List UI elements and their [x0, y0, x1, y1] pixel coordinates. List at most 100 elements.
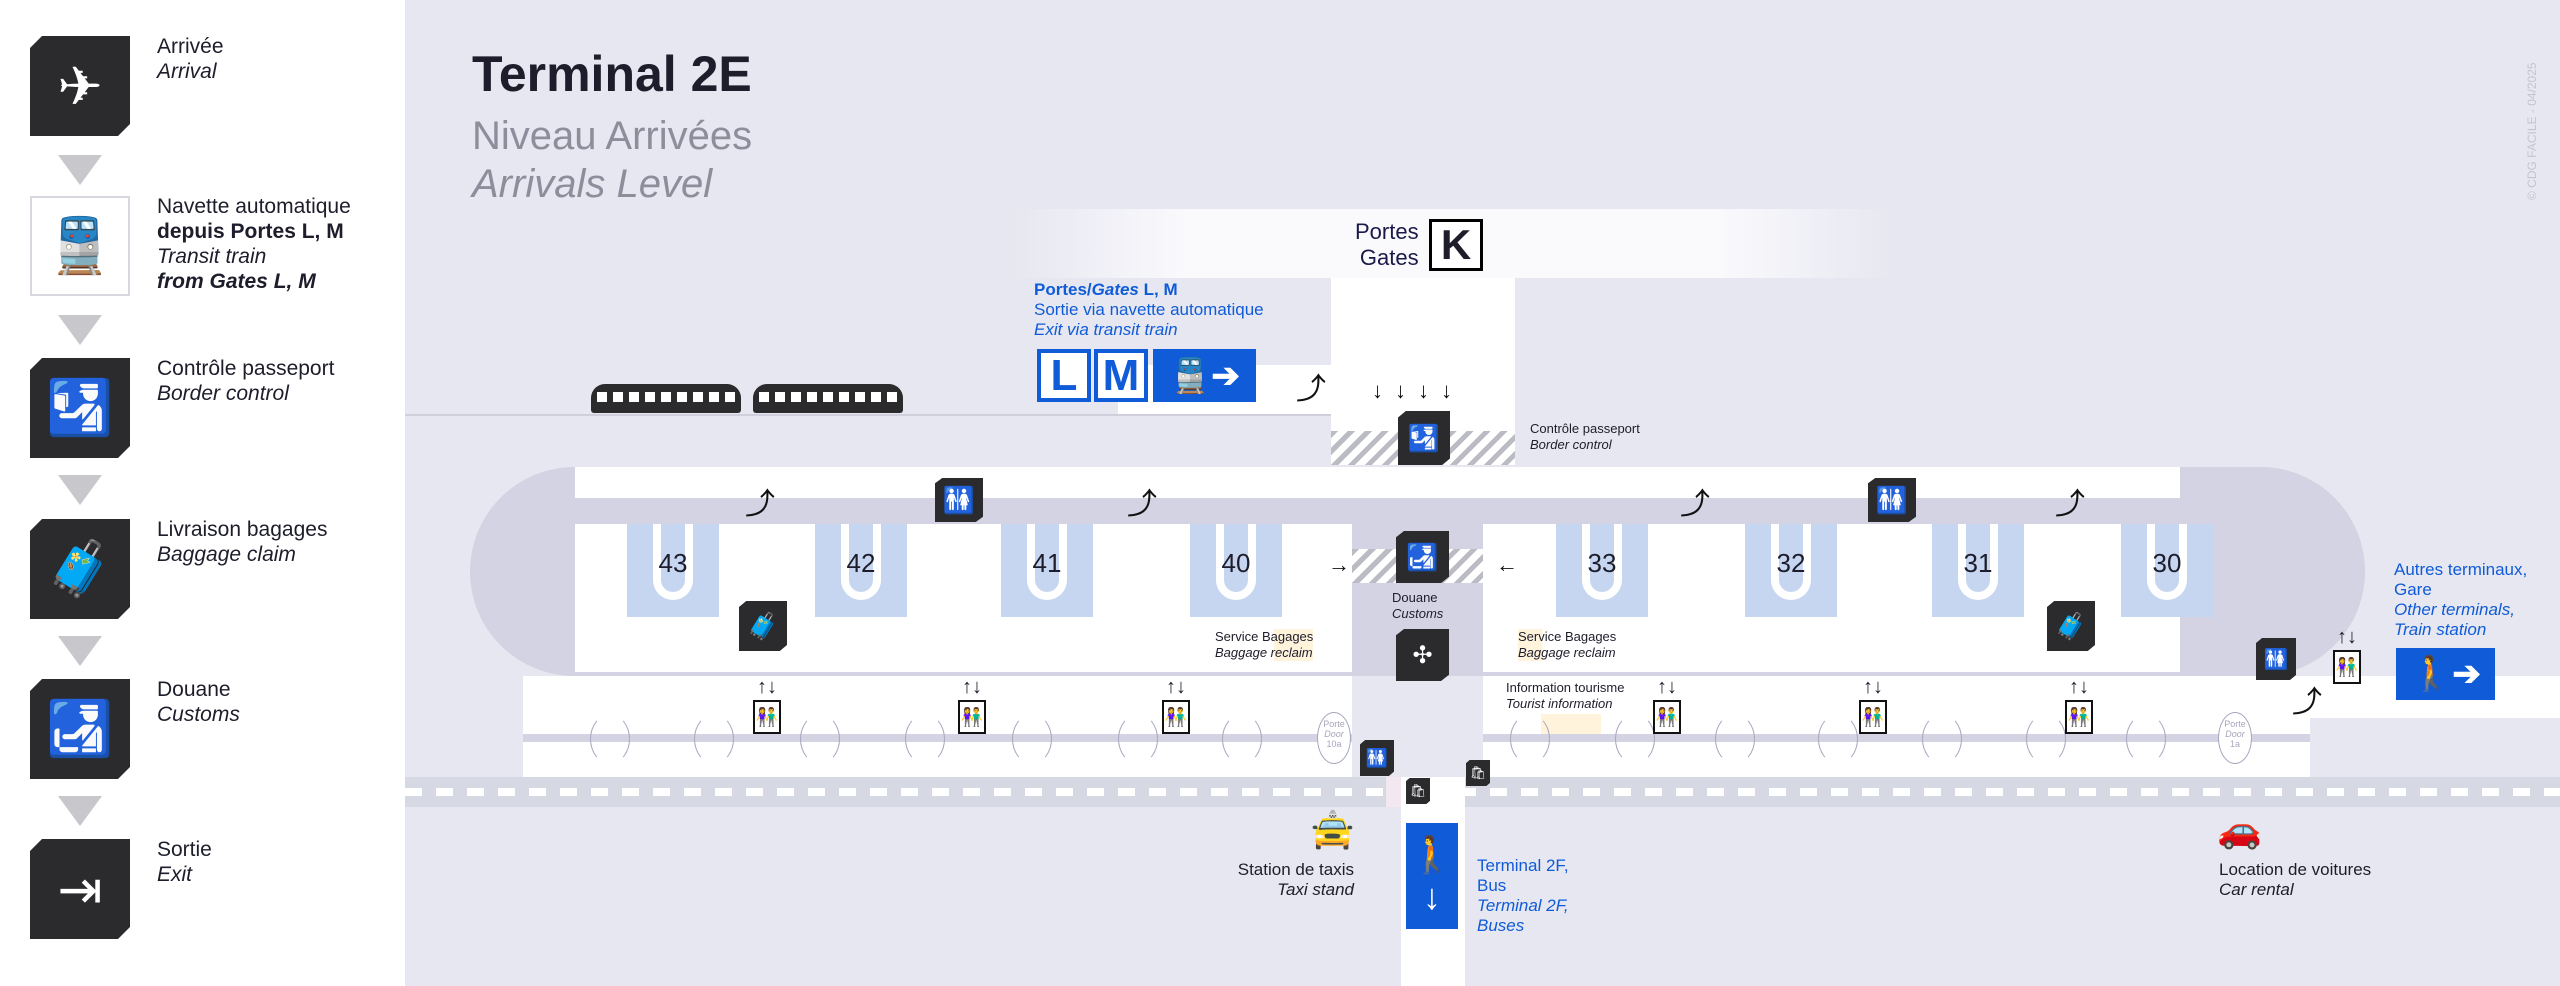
gate-k-sign: K [1429, 219, 1483, 271]
down-arrows-icon: ↓↓↓↓ [1372, 378, 1464, 403]
luggage-cart-icon: 🛍 [1466, 760, 1490, 786]
door-icon [590, 714, 630, 764]
pedestrian-icon: 🚶 [2410, 655, 2453, 693]
other-terminals-en-2: Train station [2394, 620, 2487, 639]
gates-lm-en: Gates [1091, 280, 1139, 299]
carousel-number: 43 [658, 548, 688, 578]
escalator-icon: ⤴ [745, 488, 775, 521]
gate-l-sign: L [1037, 349, 1091, 402]
escalator-icon: ⤴ [1127, 488, 1157, 521]
car-rental-en: Car rental [2219, 880, 2294, 899]
carousel-belt [841, 524, 881, 600]
door-num: 10a [1326, 739, 1342, 749]
bus-en-2: Buses [1477, 916, 1525, 935]
baggage-carousel: 42 [815, 524, 907, 617]
door-fr: Porte [1323, 719, 1345, 729]
door-icon [1222, 714, 1262, 764]
meeting-point-icon: ✣ [1396, 629, 1449, 681]
train-icon: 🚆 [30, 196, 130, 296]
bus-direction-sign: 🚶↓ [1406, 823, 1458, 929]
taxi-en: Taxi stand [1277, 880, 1354, 899]
legend-label-en: Customs [157, 703, 240, 726]
down-triangle-icon [58, 155, 102, 185]
door-icon [1715, 714, 1755, 764]
escalator-icon: ⤴ [2292, 686, 2322, 719]
passport-control-icon: 🛂 [1398, 411, 1450, 465]
door-icon [1818, 714, 1858, 764]
airplane-icon: ✈ [30, 36, 130, 136]
legend-label-fr: Arrivée [157, 35, 224, 58]
passport-fr: Contrôle passeport [1530, 421, 1640, 436]
escalator-icon: ⤴ [1680, 488, 1710, 521]
elevator-icon: 👫 [958, 676, 986, 734]
carousel-belt [1027, 524, 1067, 600]
door-icon [1922, 714, 1962, 764]
page-title: Terminal 2E [472, 46, 752, 102]
transit-train-icon [591, 384, 741, 413]
door-icon [905, 714, 945, 764]
restroom-icon: 🚻 [1360, 740, 1394, 776]
legend-label-fr: Douane [157, 678, 231, 701]
baggage-carousel: 33 [1556, 524, 1648, 617]
legend-label-en: Arrival [157, 60, 217, 83]
door-icon [2026, 714, 2066, 764]
taxi-fr: Station de taxis [1237, 860, 1354, 879]
escalator-icon: ⤴ [2055, 488, 2085, 521]
arrow-right-icon: ➔ [1211, 356, 1240, 395]
other-terminals-fr-2: Gare [2394, 580, 2432, 599]
restroom-icon: 🚻 [2256, 638, 2296, 680]
gates-lm-exit-en: Exit via transit train [1034, 320, 1178, 339]
gates-k-en: Gates [1359, 245, 1419, 270]
watermark: © CDG FACILE - 04/2025 [2525, 62, 2539, 200]
carousel-belt [1958, 524, 1998, 600]
facade-right [1483, 734, 2310, 742]
baggage-carousel: 31 [1932, 524, 2024, 617]
exit-icon: ⇥ [30, 839, 130, 939]
gate-m-sign: M [1094, 349, 1148, 402]
level-en: Arrivals Level [472, 162, 713, 206]
upper-corridor [575, 467, 2180, 498]
gates-lm-letters: L, M [1138, 280, 1178, 299]
carousel-number: 40 [1221, 548, 1251, 578]
tourist-info-fr: Information tourisme [1506, 680, 1625, 695]
car-rental-icon: 🚗 [2217, 809, 2262, 850]
legend-label-en: Baggage claim [157, 543, 296, 566]
legend-label-en2: from Gates L, M [157, 270, 316, 293]
door-icon [2126, 714, 2166, 764]
train-arrow-sign: 🚆➔ [1153, 349, 1256, 402]
legend-label-fr: Livraison bagages [157, 518, 328, 541]
carousel-belt [653, 524, 693, 600]
carousel-number: 42 [846, 548, 876, 578]
baggage-service-en: Baggage reclaim [1518, 645, 1616, 660]
arrow-right-icon: → [1328, 552, 1350, 577]
customs-en: Customs [1392, 606, 1444, 621]
down-triangle-icon [58, 636, 102, 666]
carousel-number: 33 [1587, 548, 1617, 578]
tourist-info-marker [1541, 714, 1601, 734]
bus-en-1: Terminal 2F, [1477, 896, 1569, 915]
carousel-number: 30 [2152, 548, 2182, 578]
door-num: 1a [2229, 739, 2240, 749]
carousel-number: 32 [1776, 548, 1806, 578]
legend-label-fr: Sortie [157, 838, 212, 861]
legend-label-fr2: depuis Portes L, M [157, 220, 344, 243]
carousel-belt [1582, 524, 1622, 600]
customs-fr: Douane [1392, 590, 1438, 605]
transit-train-icon [753, 384, 903, 413]
baggage-carousel: 30 [2121, 524, 2213, 617]
baggage-carousel: 32 [1745, 524, 1837, 617]
gates-k-fr: Portes [1355, 219, 1419, 244]
carousel-belt [2147, 524, 2187, 600]
customs-icon: 🛃 [30, 679, 130, 779]
taxi-icon: 🚖 [1310, 809, 1355, 850]
